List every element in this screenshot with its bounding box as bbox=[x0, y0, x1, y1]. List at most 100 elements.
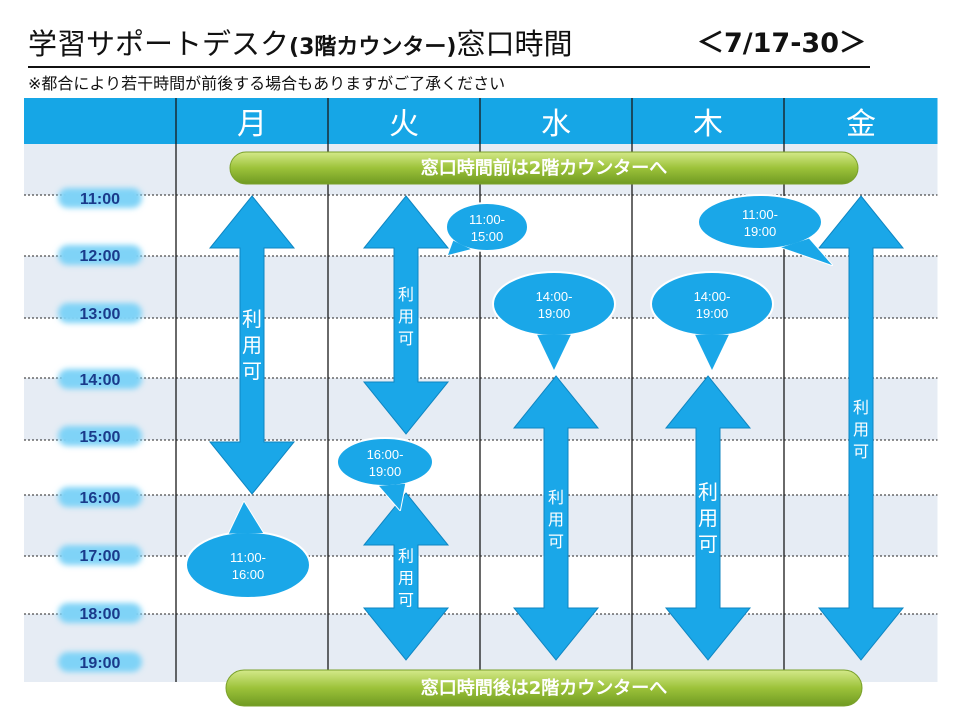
day-label-1: 火 bbox=[389, 107, 419, 142]
time-label-text: 16:00 bbox=[80, 490, 121, 507]
banner-before: 窓口時間前は2階カウンターへ bbox=[229, 151, 859, 185]
title-date-range: ＜7/17-30＞ bbox=[696, 28, 866, 59]
availability-arrow-5 bbox=[817, 195, 905, 661]
day-header-bar bbox=[24, 98, 938, 144]
title-location: (3階カウンター) bbox=[289, 35, 457, 60]
bubble-start-time: 16:00- bbox=[367, 447, 404, 462]
available-label-char: 利 bbox=[853, 398, 869, 417]
time-label-1400: 14:00 bbox=[58, 369, 142, 389]
time-label-1900: 19:00 bbox=[58, 652, 142, 672]
available-label-char: 利 bbox=[398, 285, 414, 304]
time-label-text: 18:00 bbox=[80, 606, 121, 623]
title-main: 学習サポートデスク bbox=[28, 27, 290, 61]
available-label-5: 利用可 bbox=[853, 398, 869, 461]
day-label-2: 水 bbox=[541, 107, 571, 142]
available-label-char: 可 bbox=[548, 532, 564, 551]
available-label-char: 可 bbox=[242, 359, 262, 383]
banner-after: 窓口時間後は2階カウンターへ bbox=[225, 669, 863, 707]
grid-lines bbox=[24, 98, 939, 682]
time-label-text: 12:00 bbox=[80, 248, 121, 265]
available-label-0: 利用可 bbox=[242, 307, 262, 383]
time-bubble-3: 14:00- 19:00 bbox=[492, 271, 616, 371]
available-label-char: 可 bbox=[853, 442, 869, 461]
time-label-glow bbox=[58, 545, 142, 565]
bubble-start-time: 11:00- bbox=[230, 550, 266, 565]
bubble-start-time: 11:00- bbox=[469, 212, 505, 227]
available-label-3: 利用可 bbox=[548, 488, 564, 551]
available-label-char: 利 bbox=[242, 307, 262, 331]
time-label-text: 17:00 bbox=[80, 548, 121, 565]
availability-arrow-1 bbox=[362, 195, 450, 435]
bubble-tail-fill bbox=[781, 238, 832, 265]
bubble-body bbox=[185, 531, 311, 599]
time-label-text: 14:00 bbox=[80, 372, 121, 389]
time-label-glow bbox=[58, 603, 142, 623]
bubble-start-time: 14:00- bbox=[694, 289, 731, 304]
time-label-glow bbox=[58, 369, 142, 389]
available-label-char: 用 bbox=[698, 506, 718, 530]
time-label-1800: 18:00 bbox=[58, 603, 142, 623]
day-label-0: 月 bbox=[237, 107, 267, 142]
available-label-char: 用 bbox=[398, 307, 414, 326]
grid-row-band bbox=[24, 378, 938, 440]
available-label-1: 利用可 bbox=[398, 285, 414, 348]
available-label-char: 可 bbox=[698, 532, 718, 556]
day-label-4: 金 bbox=[846, 107, 876, 142]
available-label-char: 用 bbox=[398, 569, 414, 588]
available-label-char: 利 bbox=[398, 547, 414, 566]
time-label-glow bbox=[58, 245, 142, 265]
notice-text: ※都合により若干時間が前後する場合もありますがご了承ください bbox=[28, 74, 506, 93]
time-label-text: 11:00 bbox=[80, 191, 120, 208]
banner-after-text: 窓口時間後は2階カウンターへ bbox=[421, 677, 668, 699]
bubble-end-time: 16:00 bbox=[232, 567, 265, 582]
available-label-char: 利 bbox=[698, 480, 718, 504]
bubble-body bbox=[445, 202, 529, 252]
bubble-tail-fill bbox=[537, 334, 571, 370]
available-label-4: 利用可 bbox=[698, 480, 718, 556]
banner-before-pill bbox=[229, 151, 859, 185]
available-label-char: 利 bbox=[548, 488, 564, 507]
time-bubble-0: 11:00- 16:00 bbox=[185, 501, 311, 599]
bubble-end-time: 19:00 bbox=[369, 464, 402, 479]
time-label-1600: 16:00 bbox=[58, 487, 142, 507]
time-label-text: 19:00 bbox=[80, 655, 121, 672]
time-label-1500: 15:00 bbox=[58, 426, 142, 446]
time-bubble-4: 14:00- 19:00 bbox=[650, 271, 774, 371]
time-label-1200: 12:00 bbox=[58, 245, 142, 265]
bubble-tail-fill bbox=[695, 334, 729, 370]
time-label-text: 15:00 bbox=[80, 429, 121, 446]
available-label-2: 利用可 bbox=[398, 547, 414, 610]
time-label-glow bbox=[58, 188, 142, 208]
bubble-tail-fill bbox=[448, 240, 471, 255]
title-tail: 窓口時間 bbox=[456, 27, 573, 61]
bubble-start-time: 11:00- bbox=[742, 207, 778, 222]
bubble-end-time: 19:00 bbox=[744, 224, 777, 239]
time-label-1300: 13:00 bbox=[58, 303, 142, 323]
time-label-glow bbox=[58, 303, 142, 323]
bubble-end-time: 19:00 bbox=[696, 306, 729, 321]
grid-row-band bbox=[24, 495, 938, 556]
grid-row-band bbox=[24, 256, 938, 318]
time-label-text: 13:00 bbox=[80, 306, 121, 323]
time-bubble-5: 11:00- 19:00 bbox=[697, 194, 833, 266]
available-label-char: 可 bbox=[398, 329, 414, 348]
available-label-char: 可 bbox=[398, 591, 414, 610]
availability-arrow-4 bbox=[664, 375, 752, 661]
bubble-end-time: 19:00 bbox=[538, 306, 571, 321]
bubble-end-time: 15:00 bbox=[471, 229, 504, 244]
bubble-start-time: 14:00- bbox=[536, 289, 573, 304]
time-bubble-2: 16:00- 19:00 bbox=[336, 437, 434, 511]
available-label-char: 用 bbox=[242, 333, 262, 357]
time-label-glow bbox=[58, 487, 142, 507]
bubble-body bbox=[650, 271, 774, 337]
bubble-tail-fill bbox=[228, 502, 264, 534]
time-bubble-1: 11:00- 15:00 bbox=[445, 202, 529, 256]
bubble-body bbox=[492, 271, 616, 337]
banner-before-text: 窓口時間前は2階カウンターへ bbox=[421, 157, 668, 179]
time-label-glow bbox=[58, 426, 142, 446]
time-label-glow bbox=[58, 652, 142, 672]
availability-arrow-0 bbox=[208, 195, 296, 495]
time-label-1700: 17:00 bbox=[58, 545, 142, 565]
bubble-tail-fill bbox=[379, 483, 406, 510]
